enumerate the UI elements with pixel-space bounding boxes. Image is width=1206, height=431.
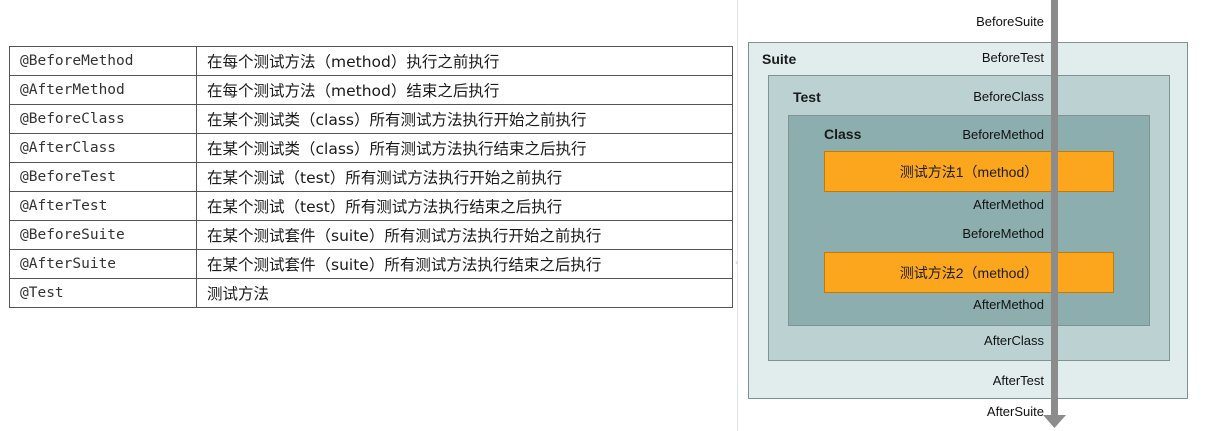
annotation-name-cell: @AfterClass [9,133,197,163]
hook-before-method-1: BeforeMethod [962,127,1044,142]
annotation-name-cell: @AfterMethod [9,75,197,105]
annotation-name-cell: @Test [9,278,197,308]
test-method-1-box: 测试方法1（method） [824,151,1114,192]
annotation-name-cell: @BeforeMethod [9,46,197,76]
hook-before-test: BeforeTest [981,50,1044,65]
annotation-name-cell: @AfterSuite [9,249,197,279]
lifecycle-diagram: Suite Test Class 测试方法1（method） 测试方法2（met… [738,0,1206,431]
execution-flow-arrow [1043,0,1066,428]
annotation-name-cell: @BeforeSuite [9,220,197,250]
annotation-desc-cell: 在某个测试套件（suite）所有测试方法执行结束之后执行 [196,249,733,279]
suite-title: Suite [762,51,797,67]
annotation-desc-cell: 在某个测试（test）所有测试方法执行结束之后执行 [196,191,733,221]
arrow-shaft [1051,0,1058,417]
hook-before-suite: BeforeSuite [976,14,1044,29]
divider-handle-icon: › [735,258,739,267]
hook-before-class: BeforeClass [973,89,1044,104]
annotation-desc-cell: 在某个测试类（class）所有测试方法执行开始之前执行 [196,104,733,134]
annotation-desc-cell: 在每个测试方法（method）结束之后执行 [196,75,733,105]
annotation-name-cell: @AfterTest [9,191,197,221]
annotation-name-cell: @BeforeTest [9,162,197,192]
hook-before-method-2: BeforeMethod [962,226,1044,241]
hook-after-method-2: AfterMethod [973,297,1044,312]
hook-after-method-1: AfterMethod [973,197,1044,212]
test-method-2-box: 测试方法2（method） [824,252,1114,293]
annotation-name-cell: @BeforeClass [9,104,197,134]
annotation-desc-cell: 在每个测试方法（method）执行之前执行 [196,46,733,76]
panel-divider [737,0,738,431]
hook-after-suite: AfterSuite [986,404,1044,419]
test-title: Test [793,89,821,105]
annotation-desc-cell: 在某个测试套件（suite）所有测试方法执行开始之前执行 [196,220,733,250]
annotation-desc-cell: 在某个测试（test）所有测试方法执行开始之前执行 [196,162,733,192]
class-title: Class [824,126,862,142]
hook-after-class: AfterClass [984,333,1044,348]
annotation-desc-cell: 在某个测试类（class）所有测试方法执行结束之后执行 [196,133,733,163]
annotation-desc-cell: 测试方法 [196,278,733,308]
hook-after-test: AfterTest [992,373,1044,388]
arrow-head-icon [1043,415,1066,428]
